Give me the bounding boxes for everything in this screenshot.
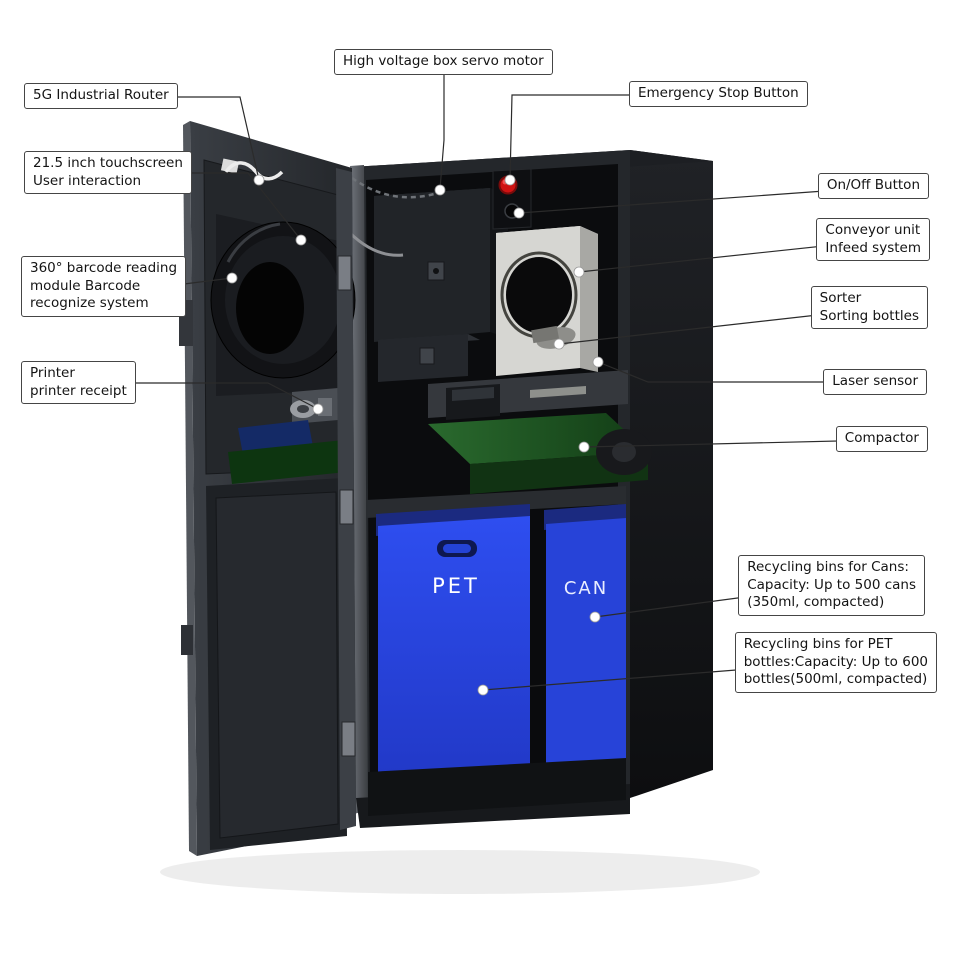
point-barcode	[226, 272, 238, 284]
door-latch-lower	[181, 625, 193, 655]
point-printer	[312, 403, 324, 415]
bin-gap	[530, 509, 546, 794]
door-hinges	[336, 168, 356, 830]
drawer-box	[378, 334, 480, 382]
point-bins-pet	[477, 684, 489, 696]
cabinet-side-panel	[630, 150, 713, 798]
can-bin-label: CAN	[564, 578, 608, 599]
callout-printer: Printer printer receipt	[21, 361, 136, 405]
compactor-belt	[428, 413, 652, 494]
callout-high-voltage: High voltage box servo motor	[334, 49, 553, 75]
barcode-module	[210, 221, 356, 379]
leader-laser	[597, 361, 880, 383]
callout-laser: Laser sensor	[823, 369, 927, 395]
annotation-points	[226, 174, 604, 696]
door-lower-panel	[215, 491, 339, 839]
high-voltage-box	[374, 188, 508, 342]
printer-unit	[228, 388, 346, 484]
point-bins-cans	[589, 611, 601, 623]
router-cable	[220, 158, 284, 181]
door-chain	[351, 176, 442, 199]
point-emergency-stop	[504, 174, 516, 186]
open-door	[179, 121, 356, 856]
door-base-plate	[228, 440, 346, 484]
pet-bin: PET	[376, 504, 530, 786]
interior-floor	[368, 758, 626, 816]
callout-sorter: Sorter Sorting bottles	[810, 286, 928, 330]
point-router	[253, 174, 265, 186]
callout-bins-pet: Recycling bins for PET bottles:Capacity:…	[734, 632, 937, 693]
callout-barcode: 360° barcode reading module Barcode reco…	[21, 256, 187, 317]
leader-compactor	[583, 439, 881, 448]
mid-shelf	[428, 370, 628, 420]
floor-shadow	[160, 850, 760, 894]
point-sorter	[553, 338, 565, 350]
point-touchscreen	[295, 234, 307, 246]
infeed-opening	[506, 257, 572, 333]
pet-bin-label: PET	[432, 574, 480, 598]
callout-emergency-stop: Emergency Stop Button	[629, 81, 808, 107]
leader-high-voltage	[439, 70, 445, 190]
callout-5g-router: 5G Industrial Router	[24, 83, 178, 109]
mid-lip	[366, 486, 626, 518]
conveyor-unit	[496, 226, 598, 376]
callout-touchscreen: 21.5 inch touchscreen User interaction	[24, 151, 192, 195]
point-on-off	[513, 207, 525, 219]
leader-router	[160, 96, 260, 181]
laser-sensor	[530, 386, 586, 398]
point-laser	[592, 356, 604, 368]
callout-conveyor: Conveyor unit Infeed system	[816, 218, 930, 262]
point-compactor	[578, 441, 590, 453]
point-high-voltage	[434, 184, 446, 196]
interior-components: PET CAN	[366, 168, 652, 816]
leader-printer	[130, 382, 319, 410]
point-conveyor	[573, 266, 585, 278]
callout-compactor: Compactor	[835, 426, 928, 452]
callout-bins-cans: Recycling bins for Cans: Capacity: Up to…	[738, 555, 925, 616]
callout-on-off: On/Off Button	[817, 173, 929, 199]
can-bin: CAN	[544, 504, 626, 794]
